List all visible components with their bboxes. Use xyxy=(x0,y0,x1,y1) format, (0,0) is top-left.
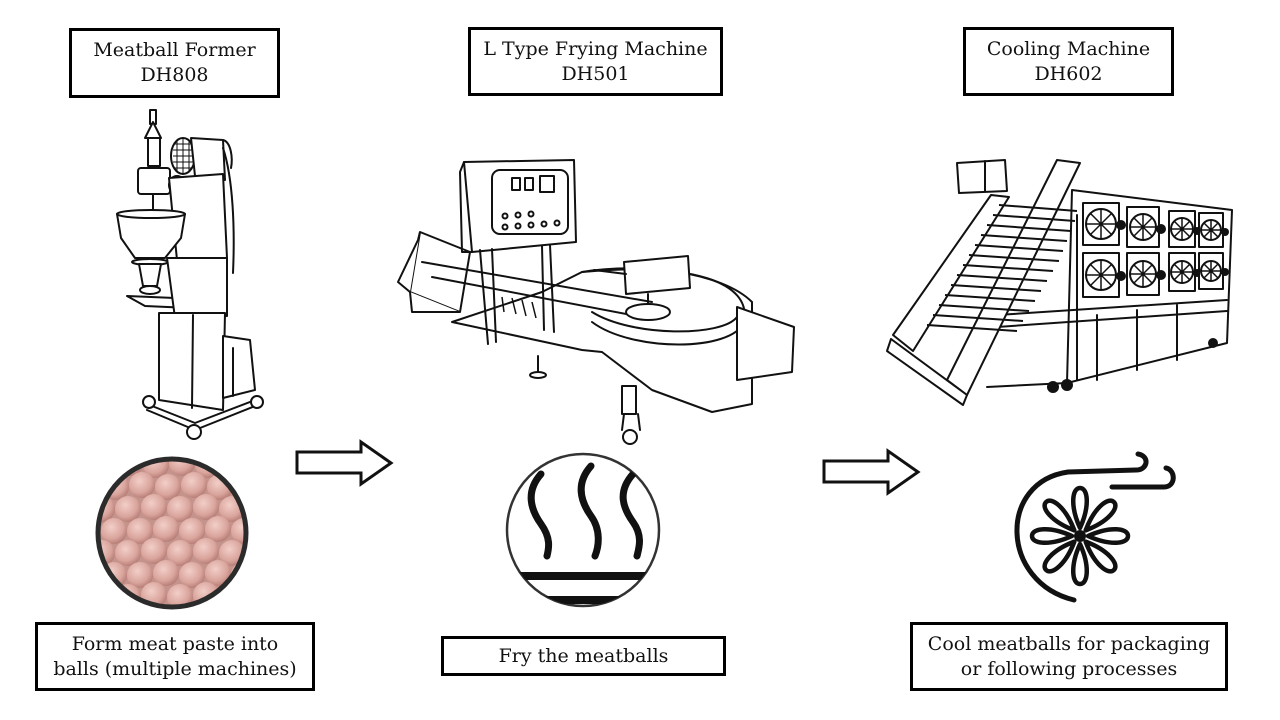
step-1-description-line-2: balls (multiple machines) xyxy=(53,657,297,680)
step-3-description-line-1: Cool meatballs for packaging xyxy=(927,632,1211,655)
meatballs-photo-icon xyxy=(95,456,249,610)
cooling-machine-illustration xyxy=(886,155,1237,406)
cooling-machine-icon xyxy=(886,159,1233,406)
step-3-machine-name: Cooling Machine xyxy=(986,37,1151,60)
step-2-description-box: Fry the meatballs xyxy=(441,636,726,676)
step-1-description-line-1: Form meat paste into xyxy=(71,632,279,655)
frying-machine-illustration xyxy=(392,152,802,452)
arrow-1-connector xyxy=(295,439,395,487)
meatball-former-illustration xyxy=(105,108,265,443)
step-2-title-box: L Type Frying Machine DH501 xyxy=(468,27,723,96)
step-2-description-line-1: Fry the meatballs xyxy=(498,644,669,667)
arrow-2-connector xyxy=(822,448,922,496)
meatball-former-machine-icon xyxy=(116,109,264,440)
heat-icon-graphic xyxy=(505,452,661,610)
step-1-model: DH808 xyxy=(140,64,209,86)
step-3-model: DH602 xyxy=(1034,62,1103,85)
step-2-machine-name: L Type Frying Machine xyxy=(483,37,708,60)
step-1-machine-name: Meatball Former xyxy=(93,39,256,61)
fan-wind-icon xyxy=(1014,451,1176,603)
step-3-title-box: Cooling Machine DH602 xyxy=(963,27,1174,96)
heat-steam-icon xyxy=(505,452,661,608)
arrow-right-icon xyxy=(822,448,921,496)
frying-machine-icon xyxy=(397,159,795,445)
step-3-description-line-2: or following processes xyxy=(960,657,1178,680)
step-1-title-box: Meatball Former DH808 xyxy=(69,28,280,98)
step-3-description-box: Cool meatballs for packaging or followin… xyxy=(910,622,1228,691)
fan-grid xyxy=(1082,202,1229,298)
meatballs-photo xyxy=(94,455,250,611)
arrow-right-icon xyxy=(295,439,394,487)
cooling-icon-graphic xyxy=(1008,451,1183,603)
step-1-description-box: Form meat paste into balls (multiple mac… xyxy=(35,622,315,691)
step-2-model: DH501 xyxy=(561,62,630,85)
